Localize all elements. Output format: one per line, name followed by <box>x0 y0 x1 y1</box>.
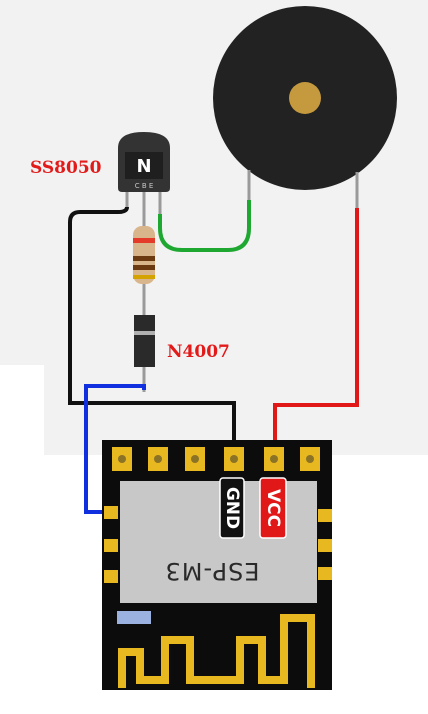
transistor-letter: N <box>136 156 151 177</box>
right-pin-1 <box>318 509 332 522</box>
left-pin-row <box>104 506 118 583</box>
transistor: N C B E <box>118 132 170 192</box>
transistor-label: SS8050 <box>30 158 102 178</box>
background-notch <box>0 365 44 455</box>
left-pin-1 <box>104 506 118 519</box>
vcc-label: VCC <box>263 489 283 527</box>
resistor-band-4 <box>133 275 155 279</box>
module-led <box>117 611 151 624</box>
resistor-band-3 <box>133 265 155 270</box>
right-pin-3 <box>318 567 332 580</box>
wire-black <box>68 206 236 458</box>
resistor-band-2 <box>133 256 155 261</box>
buzzer <box>213 6 397 190</box>
top-pin-3 <box>185 447 205 471</box>
wire-green <box>158 200 251 252</box>
top-pin-1 <box>112 447 132 471</box>
top-pin-gnd <box>224 447 244 471</box>
transistor-pin-labels: C B E <box>135 182 154 190</box>
right-pin-2 <box>318 539 332 552</box>
wire-red <box>273 208 359 458</box>
left-pin-3 <box>104 570 118 583</box>
top-pin-vcc <box>264 447 284 471</box>
gnd-tag: GND <box>219 477 245 539</box>
diode-band <box>134 331 155 335</box>
vcc-tag: VCC <box>259 477 287 539</box>
wire-blue <box>84 384 146 514</box>
top-pin-2 <box>148 447 168 471</box>
module-name: ESP-M3 <box>165 557 260 585</box>
top-pin-row <box>112 447 320 471</box>
left-pin-2 <box>104 539 118 552</box>
resistor <box>133 226 155 284</box>
pcb-antenna <box>118 614 315 688</box>
top-pin-6 <box>300 447 320 471</box>
resistor-band-1 <box>133 238 155 243</box>
right-pin-row <box>318 509 332 580</box>
diode <box>134 315 155 367</box>
diode-label: N4007 <box>167 342 230 362</box>
buzzer-center <box>289 82 321 114</box>
gnd-label: GND <box>222 487 242 529</box>
